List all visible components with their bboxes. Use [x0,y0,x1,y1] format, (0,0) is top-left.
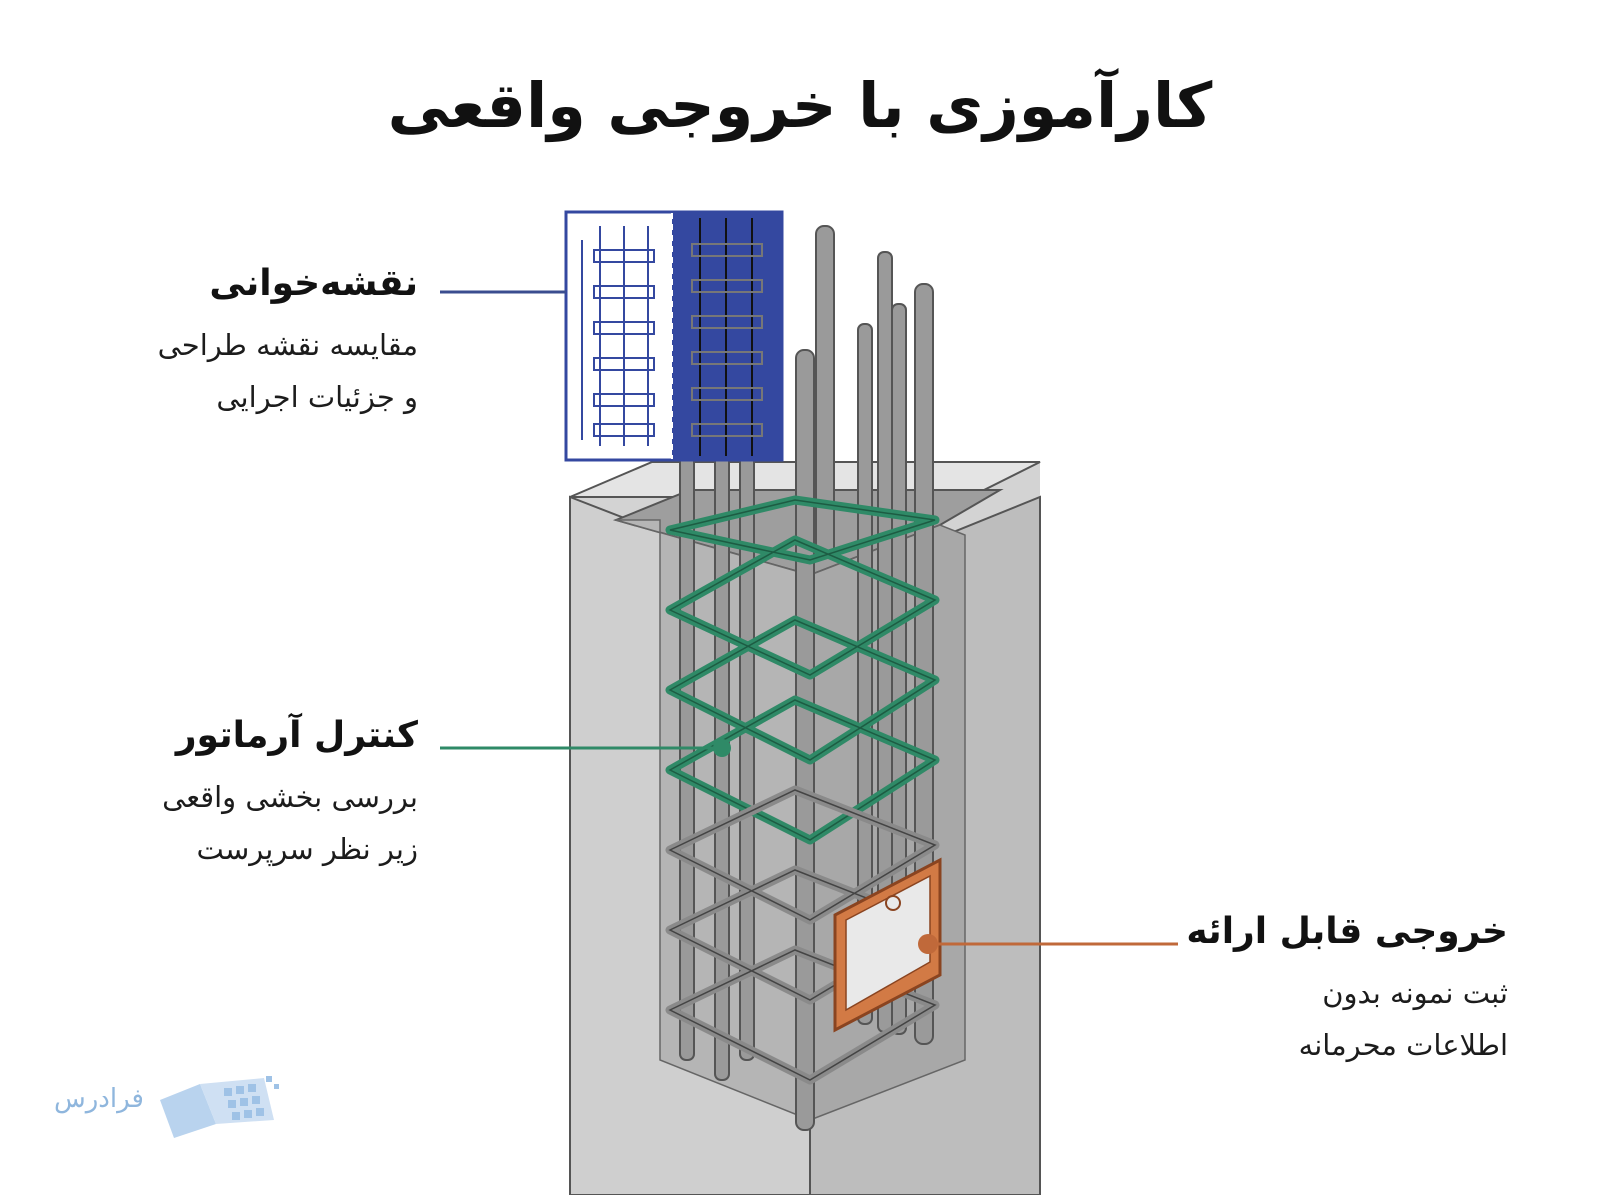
rebar-control-line1: بررسی بخشی واقعی [162,780,418,815]
leader-line-output [918,934,1178,954]
faradars-logo: فرادرس [54,1070,294,1150]
rebar-control-label: کنترل آرماتور بررسی بخشی واقعی زیر نظر س… [162,714,418,876]
orange-tag [833,857,942,1033]
map-reading-line2: و جزئیات اجرایی [216,380,418,415]
map-reading-line1: مقایسه نقشه طراحی [157,328,418,363]
map-reading-heading: نقشه‌خوانی [209,263,418,304]
deliverable-output-heading: خروجی قابل ارائه [1186,911,1508,952]
book-grid-icon [160,1076,279,1138]
deliverable-output-label: خروجی قابل ارائه ثبت نمونه بدون اطلاعات … [1186,910,1508,1072]
rebar-control-heading: کنترل آرماتور [175,715,418,756]
deliverable-output-line2: اطلاعات محرمانه [1298,1028,1508,1063]
leader-line-rebar [440,739,731,757]
map-reading-label: نقشه‌خوانی مقایسه نقشه طراحی و جزئیات اج… [158,262,418,424]
rebar-control-line2: زیر نظر سرپرست [196,832,418,867]
plan-drawing-inset [564,210,784,462]
logo-text: فرادرس [54,1084,144,1114]
page-title: کارآموزی با خروجی واقعی [387,69,1213,142]
deliverable-output-line1: ثبت نمونه بدون [1322,976,1508,1011]
